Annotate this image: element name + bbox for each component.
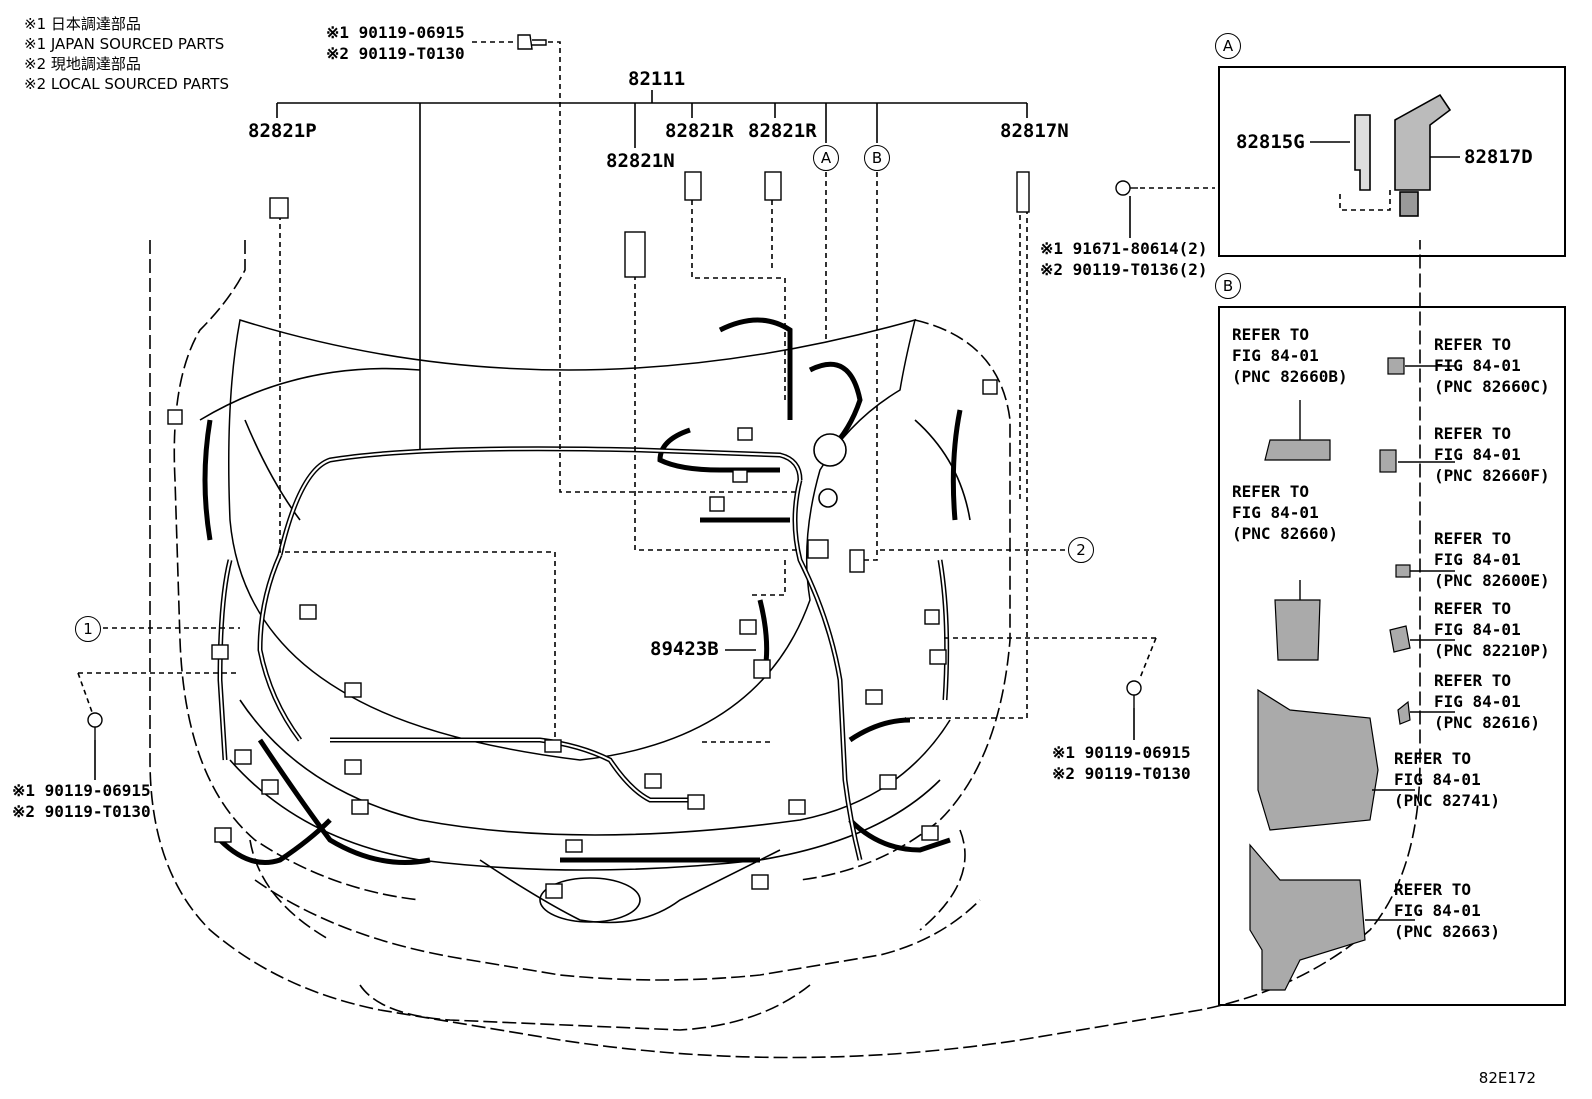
detail-box-a — [1218, 66, 1566, 257]
fastener-left-1: ※1 90119-06915 — [12, 781, 151, 800]
sourcing-legend: ※1 日本調達部品 ※1 JAPAN SOURCED PARTS ※2 現地調達… — [24, 14, 229, 94]
ref-line: FIG 84-01 — [1434, 445, 1521, 464]
part-82111[interactable]: 82111 — [628, 68, 686, 90]
callout-b[interactable]: B — [864, 145, 890, 171]
fastener-top-2: ※2 90119-T0130 — [326, 44, 465, 63]
part-82815G[interactable]: 82815G — [1236, 131, 1305, 153]
legend-line-4: ※2 LOCAL SOURCED PARTS — [24, 75, 229, 93]
callout-2[interactable]: 2 — [1068, 537, 1094, 563]
ref-line: FIG 84-01 — [1232, 346, 1319, 365]
ref-82741[interactable]: REFER TO FIG 84-01 (PNC 82741) — [1394, 748, 1500, 811]
fastener-right-top-labels[interactable]: ※1 91671-80614(2) ※2 90119-T0136(2) — [1040, 238, 1208, 280]
ref-82210P[interactable]: REFER TO FIG 84-01 (PNC 82210P) — [1434, 598, 1550, 661]
ref-line: (PNC 82660B) — [1232, 367, 1348, 386]
part-82821R-left[interactable]: 82821R — [665, 120, 734, 142]
ref-82660B[interactable]: REFER TO FIG 84-01 (PNC 82660B) — [1232, 324, 1348, 387]
detail-box-b — [1218, 306, 1566, 1006]
ref-line: REFER TO — [1394, 880, 1472, 899]
fastener-left-2: ※2 90119-T0130 — [12, 802, 151, 821]
ref-82660[interactable]: REFER TO FIG 84-01 (PNC 82660) — [1232, 481, 1338, 544]
ref-82616[interactable]: REFER TO FIG 84-01 (PNC 82616) — [1434, 670, 1540, 733]
detail-b-marker: B — [1215, 273, 1241, 299]
fastener-right-1: ※1 90119-06915 — [1052, 743, 1191, 762]
part-82817D[interactable]: 82817D — [1464, 146, 1533, 168]
ref-line: REFER TO — [1434, 335, 1512, 354]
ref-line: (PNC 82663) — [1394, 922, 1500, 941]
ref-line: REFER TO — [1394, 749, 1472, 768]
ref-line: (PNC 82741) — [1394, 791, 1500, 810]
part-82821R-right[interactable]: 82821R — [748, 120, 817, 142]
ref-line: FIG 84-01 — [1434, 620, 1521, 639]
ref-line: FIG 84-01 — [1434, 692, 1521, 711]
ref-line: FIG 84-01 — [1394, 901, 1481, 920]
ref-line: (PNC 82600E) — [1434, 571, 1550, 590]
fastener-right-labels[interactable]: ※1 90119-06915 ※2 90119-T0130 — [1052, 742, 1191, 784]
fastener-right-top-2: ※2 90119-T0136(2) — [1040, 260, 1208, 279]
ref-82600E[interactable]: REFER TO FIG 84-01 (PNC 82600E) — [1434, 528, 1550, 591]
fastener-left-labels[interactable]: ※1 90119-06915 ※2 90119-T0130 — [12, 780, 151, 822]
legend-line-1: ※1 日本調達部品 — [24, 15, 141, 33]
legend-line-2: ※1 JAPAN SOURCED PARTS — [24, 35, 225, 53]
ref-line: REFER TO — [1232, 482, 1310, 501]
ref-line: (PNC 82660) — [1232, 524, 1338, 543]
ref-line: (PNC 82616) — [1434, 713, 1540, 732]
detail-a-marker: A — [1215, 33, 1241, 59]
callout-a[interactable]: A — [813, 145, 839, 171]
ref-82663[interactable]: REFER TO FIG 84-01 (PNC 82663) — [1394, 879, 1500, 942]
ref-line: (PNC 82210P) — [1434, 641, 1550, 660]
diagram-code: 82E172 — [1478, 1069, 1536, 1087]
fastener-right-top-1: ※1 91671-80614(2) — [1040, 239, 1208, 258]
callout-1[interactable]: 1 — [75, 616, 101, 642]
part-82821N[interactable]: 82821N — [606, 150, 675, 172]
ref-line: REFER TO — [1434, 599, 1512, 618]
ref-line: REFER TO — [1232, 325, 1310, 344]
ref-line: (PNC 82660F) — [1434, 466, 1550, 485]
part-89423B[interactable]: 89423B — [650, 638, 719, 660]
part-82821P[interactable]: 82821P — [248, 120, 317, 142]
ref-82660C[interactable]: REFER TO FIG 84-01 (PNC 82660C) — [1434, 334, 1550, 397]
ref-line: FIG 84-01 — [1434, 550, 1521, 569]
part-82817N[interactable]: 82817N — [1000, 120, 1069, 142]
fastener-right-2: ※2 90119-T0130 — [1052, 764, 1191, 783]
ref-line: (PNC 82660C) — [1434, 377, 1550, 396]
ref-line: FIG 84-01 — [1434, 356, 1521, 375]
legend-line-3: ※2 現地調達部品 — [24, 55, 141, 73]
ref-line: FIG 84-01 — [1394, 770, 1481, 789]
fastener-top-1: ※1 90119-06915 — [326, 23, 465, 42]
ref-line: REFER TO — [1434, 529, 1512, 548]
ref-line: REFER TO — [1434, 671, 1512, 690]
ref-82660F[interactable]: REFER TO FIG 84-01 (PNC 82660F) — [1434, 423, 1550, 486]
ref-line: FIG 84-01 — [1232, 503, 1319, 522]
fastener-top-labels[interactable]: ※1 90119-06915 ※2 90119-T0130 — [326, 22, 465, 64]
ref-line: REFER TO — [1434, 424, 1512, 443]
